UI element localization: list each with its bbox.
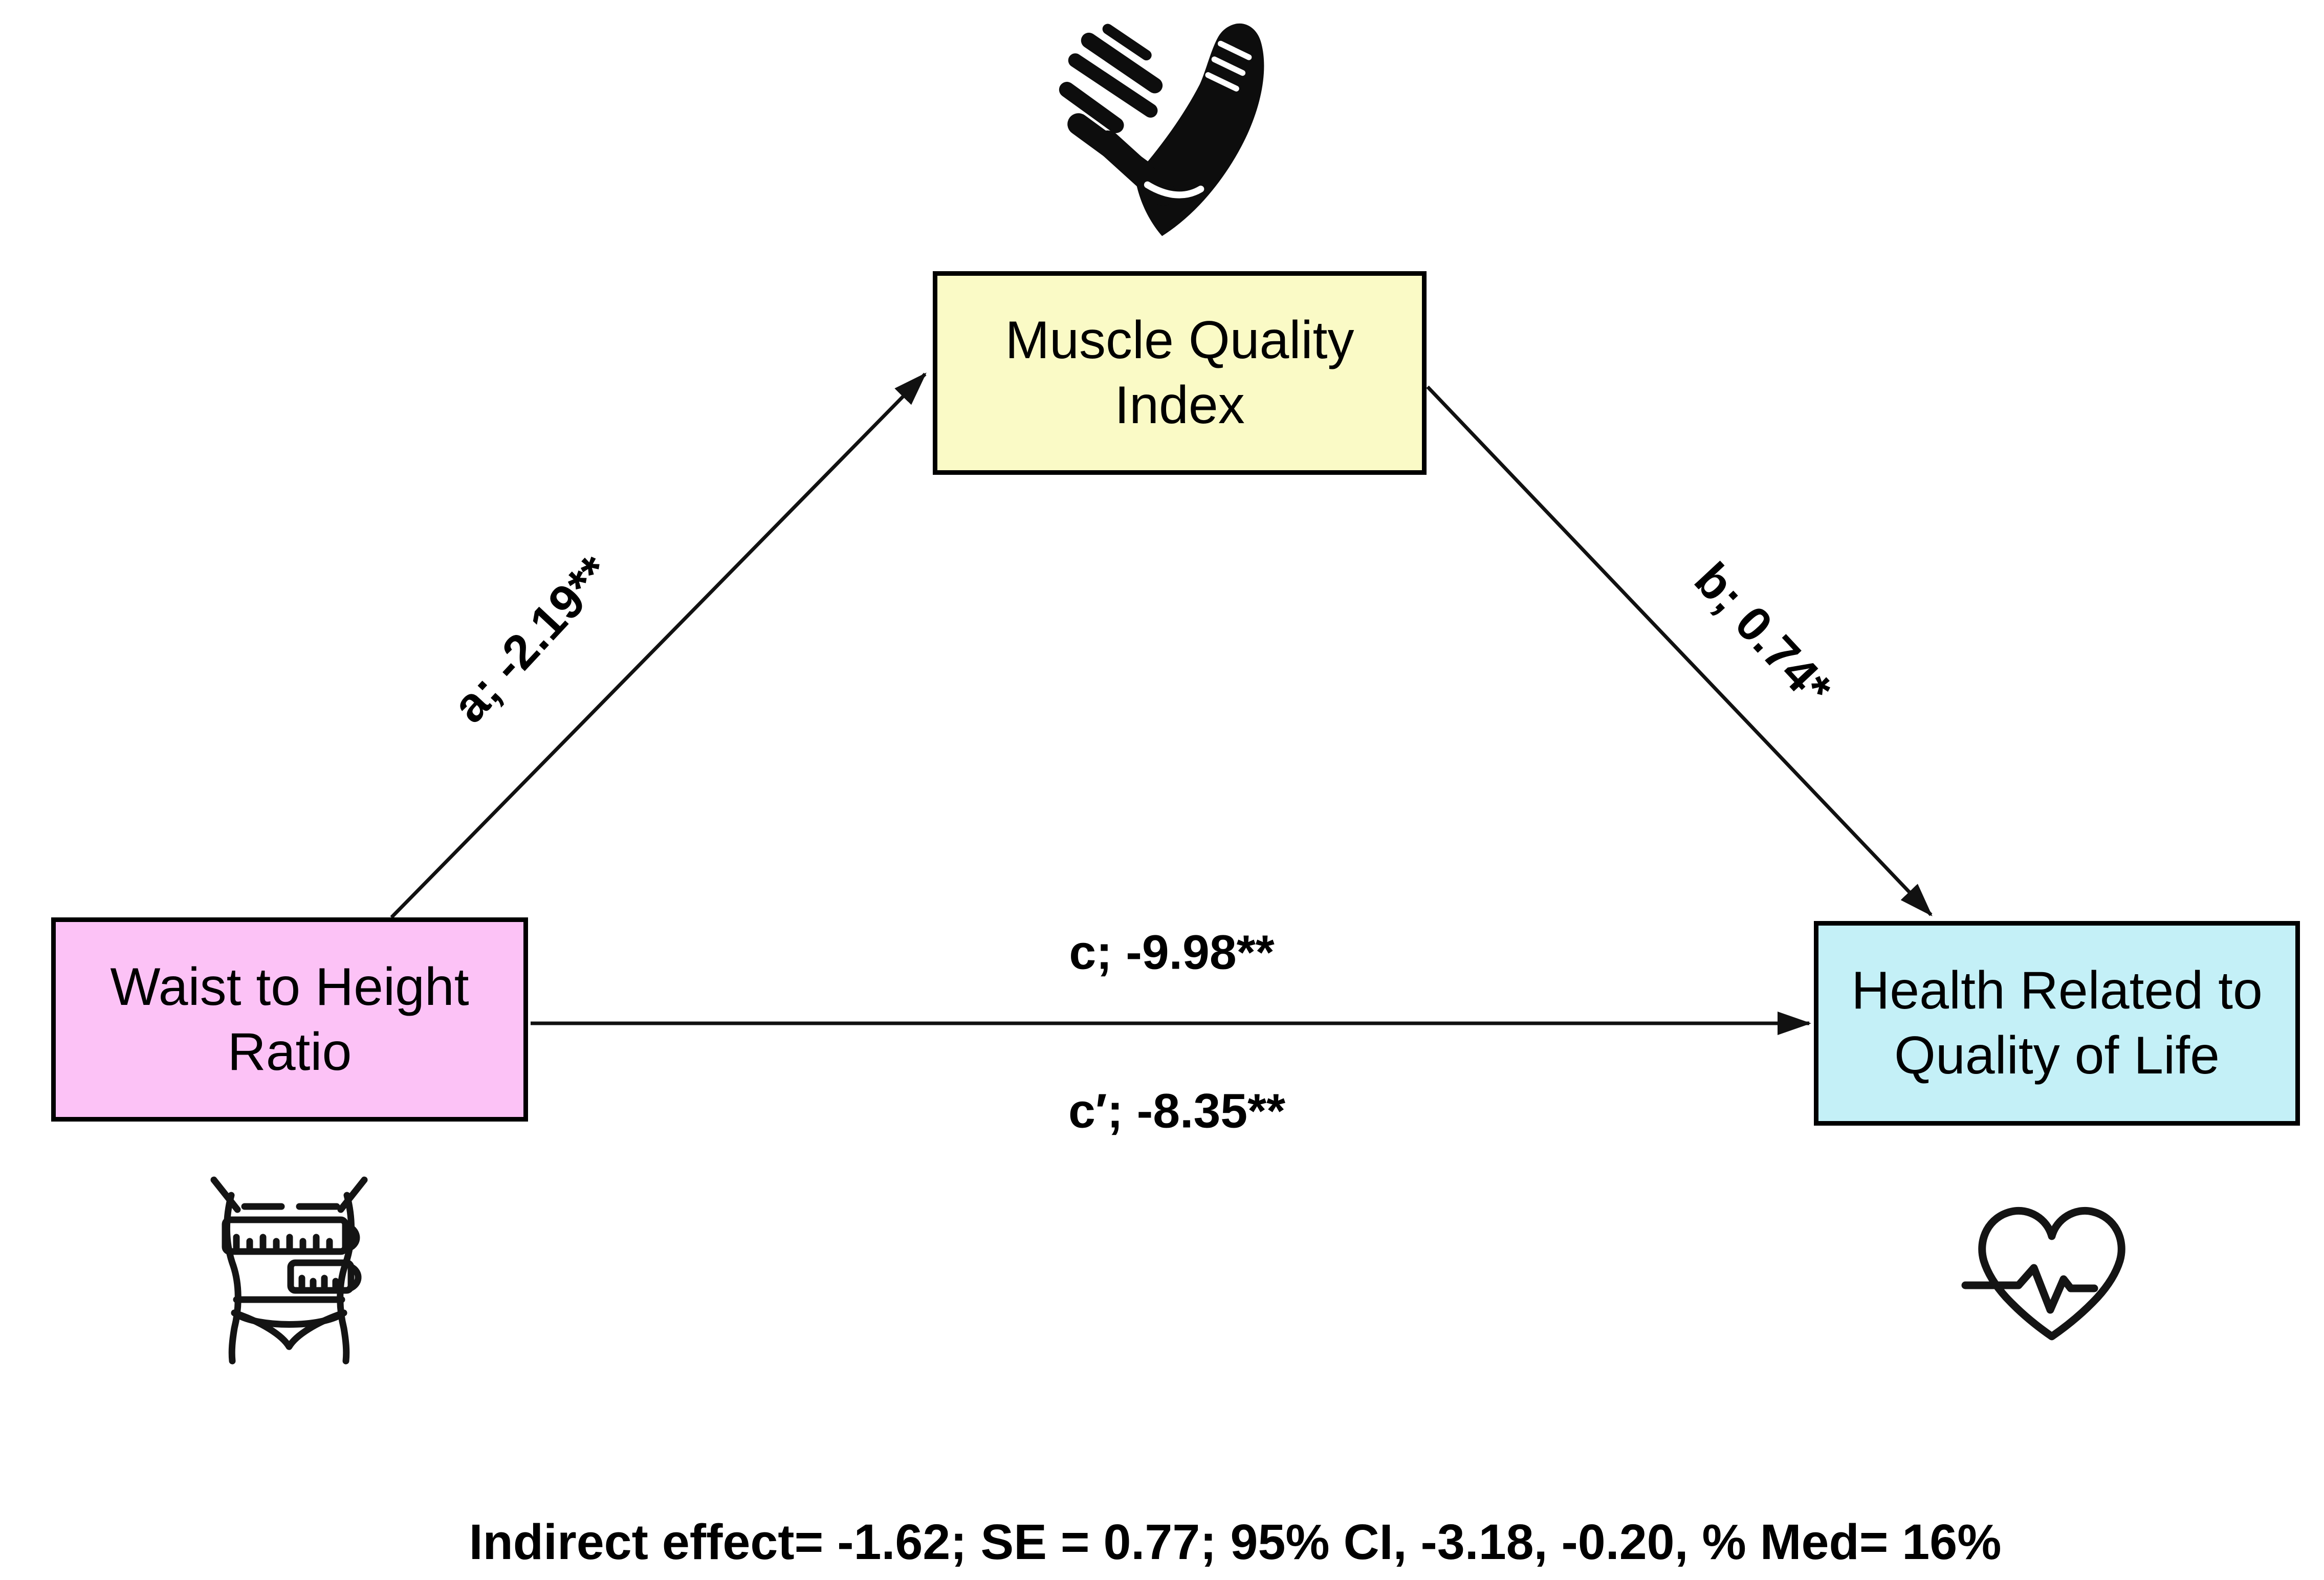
indirect-effect-summary: Indirect effect= -1.62; SE = 0.77; 95% C…: [469, 1514, 2002, 1570]
path-c-prime-label: c′; -8.35**: [1068, 1084, 1286, 1138]
predictor-box: Waist to Height Ratio: [51, 917, 528, 1122]
predictor-label-line2: Ratio: [227, 1022, 352, 1082]
outcome-box: Health Related to Quality of Life: [1814, 921, 2300, 1126]
mediator-box: Muscle Quality Index: [933, 271, 1427, 475]
waist-tape-measure-icon: [210, 1176, 368, 1365]
path-b-arrow: [1426, 385, 1933, 916]
outcome-label-line1: Health Related to: [1851, 961, 2263, 1021]
path-c-label: c; -9.98**: [1069, 925, 1275, 980]
mediator-label-line1: Muscle Quality: [1005, 311, 1354, 370]
mediator-label-line2: Index: [1114, 376, 1245, 435]
outcome-label-line2: Quality of Life: [1894, 1026, 2220, 1085]
path-a-arrow: [390, 372, 927, 919]
heart-pulse-icon: [1961, 1207, 2125, 1341]
predictor-label-line1: Waist to Height: [110, 957, 469, 1017]
flexed-bicep-icon: [1059, 23, 1264, 236]
